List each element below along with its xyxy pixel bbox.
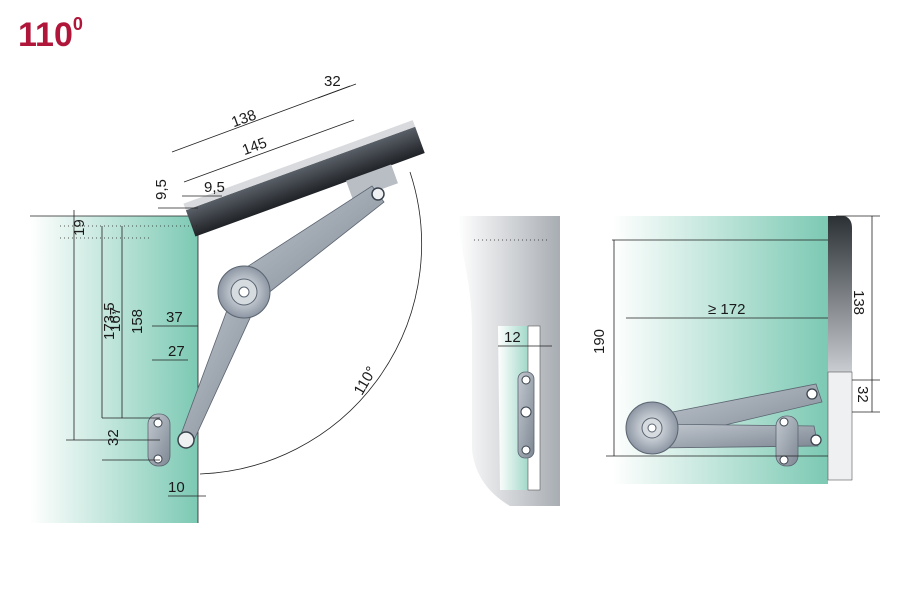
angle-arc: [199, 171, 423, 475]
door-pivot: [371, 187, 385, 201]
right-pivot-bottom: [810, 434, 822, 446]
dim-37: 37: [166, 309, 183, 326]
door-bracket: [346, 164, 398, 200]
title-main: 110: [18, 16, 73, 54]
dim-32-top: 32: [324, 73, 341, 90]
dim-10: 10: [168, 479, 185, 496]
title-superscript: 0: [72, 13, 83, 34]
dim-12: 12: [504, 329, 521, 346]
middle-view: 12: [458, 216, 560, 506]
dim-145: 145: [240, 134, 269, 159]
dim-138-right: 138: [850, 290, 867, 315]
page-title: 1100: [18, 15, 83, 54]
dim-138-top: 138: [229, 107, 258, 132]
dim-32-left: 32: [105, 429, 122, 446]
dim-9-5-horizontal: 9,5: [204, 179, 225, 196]
door-panel-closed: [828, 216, 852, 372]
right-pivot-top: [806, 388, 818, 400]
left-view: 138 145 32 9,5 9,5 19 173,5 167 158 37 2…: [30, 73, 425, 523]
dim-27: 27: [168, 343, 185, 360]
dim-190: 190: [591, 329, 608, 354]
dim-9-5-vertical: 9,5: [153, 179, 170, 200]
right-base-plate: [775, 415, 799, 467]
lid-door: [183, 120, 425, 237]
right-view: 190 ≥ 172 138 32: [591, 215, 880, 484]
cabinet-side-left: [30, 216, 198, 523]
dim-angle-110: 110°: [351, 364, 381, 398]
base-pivot: [177, 431, 195, 449]
dim-32-right: 32: [854, 386, 871, 403]
dim-173-5: 173,5: [101, 302, 118, 340]
dim-167: 167: [107, 307, 124, 332]
dim-19: 19: [71, 219, 88, 236]
dim-172: ≥ 172: [708, 301, 745, 318]
dim-158: 158: [129, 309, 146, 334]
